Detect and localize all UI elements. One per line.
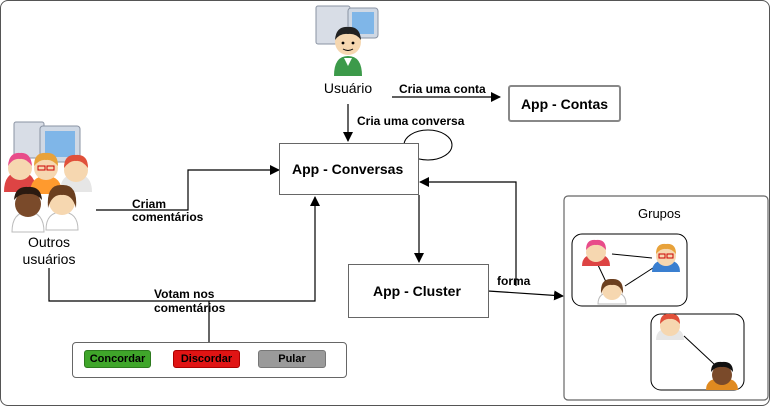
others-crowd-icon — [4, 152, 92, 233]
edge-label-votam-2: comentários — [154, 301, 226, 315]
app-contas-label: App - Contas — [520, 95, 609, 112]
group-2-person-dark — [706, 361, 738, 390]
user-label: Usuário — [323, 80, 373, 96]
edge-cluster-feedback — [419, 177, 517, 286]
edge-others-to-conversas — [96, 165, 280, 211]
group-1-link-c — [624, 265, 657, 287]
edge-label-votam-1: Votam nos — [154, 287, 215, 301]
user-person-icon — [334, 26, 362, 76]
edge-votes-to-conversas — [48, 196, 320, 302]
agree-button[interactable]: Concordar — [84, 350, 151, 368]
vote-panel: Concordar Discordar Pular — [72, 342, 347, 378]
group-2-person-red — [656, 313, 684, 340]
disagree-button[interactable]: Discordar — [173, 350, 240, 368]
others-label-line2: usuários — [22, 251, 76, 267]
edge-label-criam-1: Criam — [132, 197, 167, 211]
app-cluster-label: App - Cluster — [373, 283, 461, 299]
group-1-person-brown — [597, 278, 627, 305]
edge-label-cria-conversa: Cria uma conversa — [357, 114, 465, 128]
group-1-person-pink — [582, 239, 610, 266]
app-conversas-label: App - Conversas — [292, 161, 404, 177]
edge-label-cria-conta: Cria uma conta — [399, 82, 486, 96]
grupos-title: Grupos — [638, 206, 681, 221]
group-2-link — [683, 335, 715, 365]
app-cluster-box: App - Cluster — [348, 264, 489, 318]
app-conversas-box: App - Conversas — [279, 143, 419, 195]
edge-cluster-to-grupos — [487, 290, 564, 301]
edge-label-forma: forma — [497, 274, 531, 288]
app-contas-box: App - Contas — [508, 85, 621, 122]
others-label-line1: Outros — [27, 234, 70, 250]
others-computer-icon — [13, 121, 81, 163]
group-1-link-a — [611, 253, 653, 259]
edge-label-criam-2: comentários — [132, 210, 204, 224]
skip-button[interactable]: Pular — [258, 350, 326, 368]
group-1-person-blue — [652, 243, 680, 272]
